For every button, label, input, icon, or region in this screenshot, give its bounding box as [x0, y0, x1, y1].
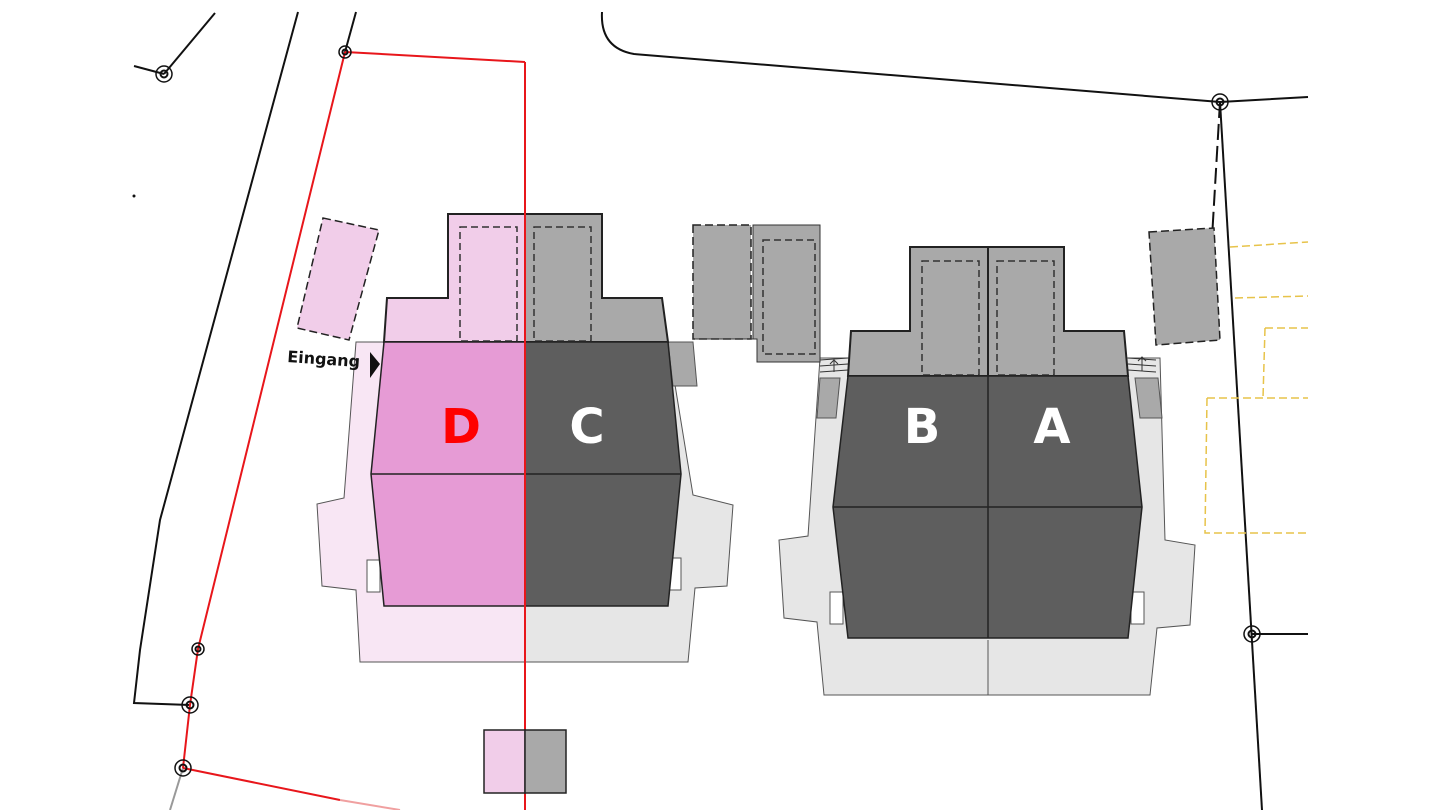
neighbour-building	[1204, 241, 1309, 534]
parcel-lines	[132, 11, 1309, 810]
parcel-line-nw-stub	[133, 65, 165, 75]
parking-space-d	[296, 217, 380, 341]
side-stairs	[667, 341, 1163, 419]
property-boundary-fade	[339, 799, 401, 810]
survey-marker-icon	[174, 759, 192, 777]
bin-box-c	[524, 729, 567, 794]
survey-marker-icon	[1211, 93, 1229, 111]
parcel-line-grey-sw	[169, 767, 184, 810]
unit-label-a: A	[1033, 399, 1070, 455]
entrance-stairs	[819, 356, 1157, 373]
survey-marker-icon	[191, 642, 205, 656]
upper-floor-unit-c	[524, 213, 670, 343]
upper-floor-unit-d	[382, 213, 526, 343]
garage-west	[692, 224, 752, 340]
survey-marker-icon	[338, 45, 352, 59]
main-houses	[370, 341, 1143, 639]
road-edge-north	[600, 11, 1309, 104]
survey-marker-icon	[155, 65, 173, 83]
entrance-arrow-icon	[370, 352, 380, 378]
window-niche-b	[829, 591, 844, 625]
parcel-line-north-inner	[344, 11, 357, 53]
road-edge-west	[132, 11, 299, 706]
bin-box-d	[483, 729, 526, 794]
unit-label-b: B	[904, 399, 941, 455]
entrance-label: Eingang	[287, 347, 361, 371]
survey-marker-icon	[181, 696, 199, 714]
parcel-line-northwest	[163, 12, 216, 75]
garages	[692, 224, 821, 363]
garage-east-room	[762, 239, 816, 355]
survey-marker-icon	[1243, 625, 1261, 643]
room-outlines	[459, 226, 1055, 376]
window-niche-d	[366, 559, 381, 593]
unit-label-c: C	[569, 399, 604, 455]
parking-space-a	[1148, 227, 1221, 346]
stray-dot	[132, 194, 136, 198]
upper-floor	[382, 213, 1130, 377]
unit-label-d: D	[441, 399, 481, 455]
parcel-line-east	[1219, 101, 1263, 810]
survey-markers	[155, 45, 1261, 777]
